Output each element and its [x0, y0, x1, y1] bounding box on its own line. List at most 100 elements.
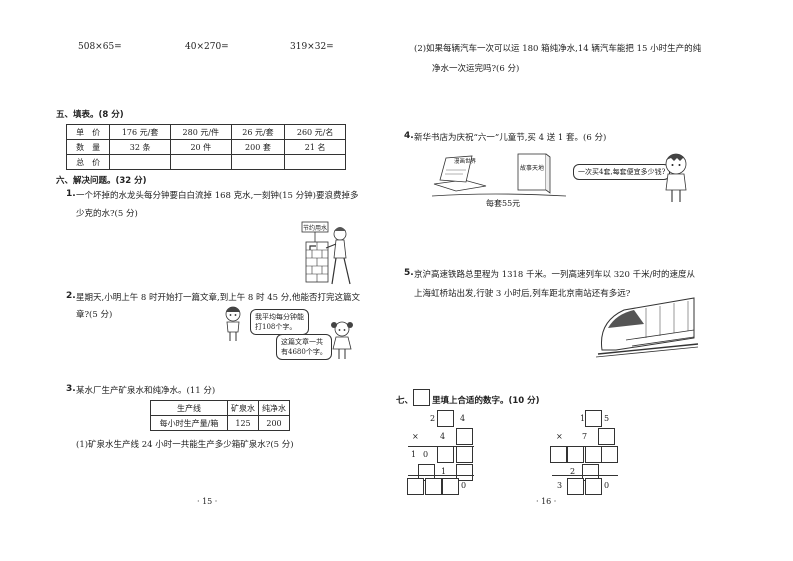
table-cell: 260 元/名: [284, 124, 346, 140]
question-1-text: 一个坏掉的水龙头每分钟要白白流掉 168 克水,一刻钟(15 分钟)要浪费掉多: [76, 191, 359, 201]
bubble-line: 这篇文章一共: [281, 338, 323, 346]
given-digit: 1: [580, 414, 586, 423]
given-digit: 4: [460, 414, 466, 423]
answer-box[interactable]: [437, 446, 454, 463]
table-cell: 176 元/套: [109, 124, 171, 140]
answer-box[interactable]: [567, 446, 584, 463]
given-digit: 0: [461, 481, 467, 490]
table-cell: 200 套: [230, 139, 286, 155]
answer-box[interactable]: [425, 478, 442, 495]
table-cell: 总 价: [65, 154, 111, 170]
table-cell: 单 价: [65, 124, 111, 140]
section-5-heading: 五、填表。(8 分): [56, 110, 124, 120]
times-sign: ×: [412, 432, 419, 441]
question-2-text: 星期天,小明上午 8 时开始打一篇文章,到上午 8 时 45 分,他能否打完这篇…: [76, 293, 360, 303]
table-row: 数 量 32 条 20 件 200 套 21 名: [65, 139, 346, 155]
question-1-text-2: 少克的水?(5 分): [76, 209, 138, 219]
speech-bubble-boy: 我平均每分钟能 打108个字。: [250, 309, 309, 335]
answer-box[interactable]: [601, 446, 618, 463]
bubble-line: 我平均每分钟能: [255, 313, 304, 321]
page-number-right: · 16 ·: [536, 497, 557, 506]
table-row: 总 价: [65, 154, 346, 170]
question-5-number: 5.: [404, 268, 414, 278]
given-digit: 5: [604, 414, 610, 423]
times-sign: ×: [556, 432, 563, 441]
answer-box[interactable]: [407, 478, 424, 495]
price-table: 单 价 176 元/套 280 元/件 26 元/套 260 元/名 数 量 3…: [65, 124, 346, 170]
books-illustration: 漫画世界 故事天地: [431, 153, 567, 197]
given-digit: 1: [441, 467, 447, 476]
answer-box[interactable]: [442, 478, 459, 495]
answer-box[interactable]: [585, 478, 602, 495]
table-cell: 数 量: [65, 139, 111, 155]
bubble-line: 打108个字。: [255, 323, 297, 331]
calc-item-3: 319×32=: [290, 42, 334, 52]
given-digit: 2: [430, 414, 436, 423]
book-title-1: 漫画世界: [454, 157, 477, 165]
answer-box[interactable]: [598, 428, 615, 445]
given-digit: 4: [440, 432, 446, 441]
tap-illustration: 节约用水: [301, 221, 351, 285]
given-digit: 0: [604, 481, 610, 490]
table-cell: 200: [258, 415, 290, 431]
answer-box[interactable]: [437, 410, 454, 427]
question-5-text: 京沪高速铁路总里程为 1318 千米。一列高速列车以 320 千米/时的速度从: [414, 270, 696, 280]
table-row: 每小时生产量/箱 125 200: [150, 415, 290, 431]
section-7-heading-pre: 七、在: [396, 396, 422, 406]
table-cell: 20 件: [169, 139, 232, 155]
speech-bubble-q4: 一次买4套,每套便宜多少钱?: [573, 164, 671, 180]
speech-bubble-girl: 这篇文章一共 有4680个字。: [276, 334, 332, 360]
table-row: 单 价 176 元/套 280 元/件 26 元/套 260 元/名: [65, 124, 346, 140]
question-3-sub-1: (1)矿泉水生产线 24 小时一共能生产多少箱矿泉水?(5 分): [76, 440, 294, 450]
table-row: 生产线 矿泉水 纯净水: [150, 400, 290, 416]
question-3-number: 3.: [66, 384, 76, 394]
table-header: 生产线: [150, 400, 228, 416]
table-cell: 21 名: [284, 139, 346, 155]
question-3-text: 某水厂生产矿泉水和纯净水。(11 分): [76, 386, 216, 396]
boy-illustration: [225, 306, 241, 341]
given-digit: 2: [570, 467, 576, 476]
book-title-2: 故事天地: [520, 164, 544, 172]
question-2-number: 2.: [66, 291, 76, 301]
question-4-text: 新华书店为庆祝“六一”儿童节,买 4 送 1 套。(6 分): [414, 133, 607, 143]
given-digit: 1: [411, 450, 417, 459]
answer-cell[interactable]: [109, 154, 171, 170]
answer-box[interactable]: [585, 446, 602, 463]
answer-cell[interactable]: [284, 154, 346, 170]
production-table: 生产线 矿泉水 纯净水 每小时生产量/箱 125 200: [150, 400, 290, 431]
section-6-heading: 六、解决问题。(32 分): [56, 176, 147, 186]
rule-line: [552, 475, 618, 476]
section-7-heading-post: 里填上合适的数字。(10 分): [432, 396, 540, 406]
answer-box[interactable]: [456, 464, 473, 481]
page-number-left: · 15 ·: [197, 497, 218, 506]
question-4-number: 4.: [404, 131, 414, 141]
table-header: 矿泉水: [227, 400, 259, 416]
answer-box[interactable]: [585, 410, 602, 427]
answer-box[interactable]: [567, 478, 584, 495]
answer-box-legend: [413, 389, 430, 406]
book-price: 每套55元: [486, 199, 521, 208]
train-illustration: [596, 297, 699, 358]
question-3-sub-2: (2)如果每辆汽车一次可以运 180 箱纯净水,14 辆汽车能把 15 小时生产…: [414, 44, 702, 54]
given-digit: 7: [582, 432, 588, 441]
answer-cell[interactable]: [169, 154, 232, 170]
given-digit: 0: [423, 450, 429, 459]
table-cell: 每小时生产量/箱: [150, 415, 228, 431]
table-cell: 125: [227, 415, 259, 431]
boy-thinking-illustration: [665, 153, 687, 202]
answer-box[interactable]: [456, 446, 473, 463]
answer-box[interactable]: [550, 446, 567, 463]
given-digit: 3: [557, 481, 563, 490]
answer-cell[interactable]: [230, 154, 286, 170]
question-2-text-2: 章?(5 分): [76, 310, 113, 320]
answer-box[interactable]: [456, 428, 473, 445]
question-1-number: 1.: [66, 189, 76, 199]
question-3-sub-2-line2: 净水一次运完吗?(6 分): [432, 64, 520, 74]
calc-item-2: 40×270=: [185, 42, 229, 52]
tap-sign-text: 节约用水: [303, 224, 327, 232]
table-cell: 280 元/件: [169, 124, 232, 140]
question-5-text-2: 上海虹桥站出发,行驶 3 小时后,列车距北京南站还有多远?: [414, 289, 631, 299]
bubble-line: 有4680个字。: [281, 348, 327, 356]
rule-line: [408, 475, 474, 476]
girl-illustration: [331, 321, 353, 359]
